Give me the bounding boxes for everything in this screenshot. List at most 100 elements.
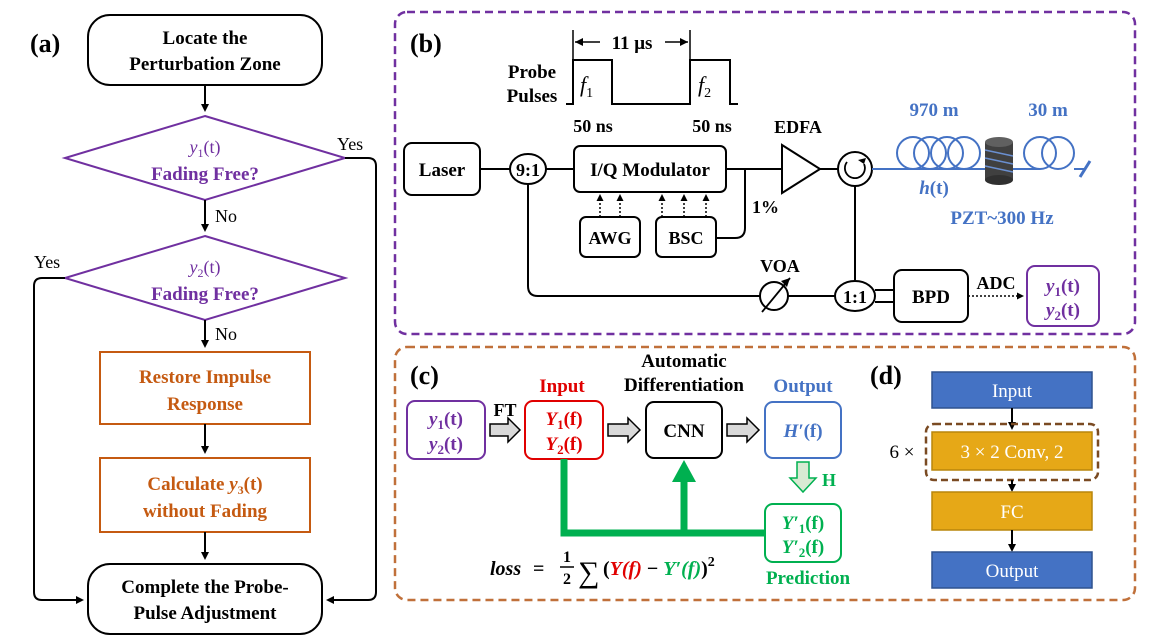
complete-line1: Complete the Probe- [121,577,288,598]
ft-arrow-icon [489,416,522,444]
c-Y1: Y1(f) [545,409,582,432]
panel-a-label: (a) [30,29,60,58]
pzt-label: PZT~300 Hz [950,208,1054,229]
fiber-30m-label: 30 m [1028,100,1068,121]
d-fc-layer [931,491,1093,531]
auto-diff-line2: Differentiation [624,375,744,396]
time-signals-box [406,400,486,460]
feedback-line [560,459,765,537]
coupler-9-1-label: 9:1 [516,160,540,180]
pulse-period: 11 μs [612,33,653,54]
loss-eq: = [533,558,544,580]
panel-c-network: (c) y1(t) y2(t) FT Input Y1(f) Y2(f) Aut… [393,345,1137,602]
locate-zone-line2: Perturbation Zone [129,54,280,75]
probe-pulse-train [566,59,738,105]
voa-arrow-head [781,278,790,287]
c-Yp2: Y′2(f) [782,537,824,560]
cnn-box [645,401,723,459]
d-output-layer [931,551,1093,589]
fiber-coil-30m [1023,136,1075,170]
no-label-1: No [215,206,237,226]
lo-path [527,184,836,297]
impulse-response-label: h(t) [919,178,949,199]
prediction-label: Prediction [766,568,851,589]
fading-free-diamond-1 [61,114,349,202]
calculate-box [99,457,311,533]
h-label: H [822,470,836,490]
panel-b-setup: (b) 11 μs Probe Pulses f1 f2 50 ns 50 ns… [393,10,1137,336]
pulse-width-2: 50 ns [692,116,732,136]
h-arrow-icon [788,461,818,494]
tap-label: 1% [752,197,779,217]
loss-expression: (Y(f) − Y′(f))2 [603,555,715,580]
c-y1: y1(t) [427,409,463,432]
to-cnn-arrow-icon [607,416,642,444]
fading-free-diamond-2 [61,234,349,322]
iq-modulator-label: I/Q Modulator [590,160,710,181]
fiber-end-cut [1078,160,1092,178]
yes-label-2: Yes [34,252,60,272]
pzt-cylinder-icon [984,137,1014,185]
d-output-label: Output [986,561,1040,582]
output-y2: y2(t) [1044,300,1080,323]
locate-zone-line1: Locate the [163,28,248,49]
edfa-amplifier [781,143,822,195]
diamond2-text: Fading Free? [151,284,259,305]
feedback-arrow-icon [672,460,696,482]
panel-c-frame [393,345,1137,602]
bsc-label: BSC [668,228,703,248]
d-fc-label: FC [1000,502,1023,523]
circulator-arrow-head [858,158,866,164]
period-arrow-right-head [680,38,688,46]
d-conv-label: 3 × 2 Conv, 2 [961,442,1064,463]
complete-line2: Pulse Adjustment [133,603,277,624]
tap-line [716,169,746,239]
panel-a-flowchart: (a) Locate the Perturbation Zone y1(t) F… [30,14,377,635]
adc-label: ADC [977,273,1016,293]
output-signals-box [1026,265,1100,327]
calculate-line1: Calculate y3(t) [147,474,262,497]
d-input-layer [931,371,1093,409]
pulse-f1: f1 [580,72,593,101]
loss-sum: ∑ [578,556,599,589]
probe-label-1: Probe [508,62,556,83]
d-input-label: Input [992,381,1033,402]
input-title: Input [539,376,585,397]
voa-label: VOA [760,256,800,276]
pulse-width-1: 50 ns [573,116,613,136]
panel-b-label: (b) [410,29,442,58]
output-title: Output [773,376,833,397]
period-arrow-left-head [575,38,583,46]
no-label-2: No [215,324,237,344]
c-y2: y2(t) [427,434,463,457]
panel-d-label: (d) [870,361,902,390]
panel-b-frame [393,10,1137,336]
panel-c-label: (c) [410,361,439,390]
d-conv-layer [931,431,1093,471]
coupler-1-1 [834,280,876,312]
restore-line2: Response [167,394,243,415]
output-y1: y1(t) [1044,276,1080,299]
c-Yp1: Y′1(f) [782,513,824,536]
cnn-label: CNN [663,421,704,442]
awg-box [579,216,641,258]
output-h-box [764,401,842,459]
fiber-970m-label: 970 m [909,100,958,121]
c-Y2: Y2(f) [545,434,582,457]
edfa-label: EDFA [774,117,822,137]
circulator-arrow-icon [844,161,866,180]
panel-d-architecture: (d) Input 6 × 3 × 2 Conv, 2 FC Output [870,361,1100,589]
diamond1-text: Fading Free? [151,164,259,185]
coupler-1-1-label: 1:1 [843,287,867,307]
yes-branch-left [33,277,84,604]
fiber-coil-970m [896,136,981,170]
circulator [837,151,873,187]
complete-adjustment-box [87,563,323,635]
loss-word: loss [490,558,521,580]
loss-half-num: 1 [563,549,571,566]
auto-diff-line1: Automatic [641,351,726,372]
ft-label: FT [493,400,516,420]
restore-line1: Restore Impulse [139,367,271,388]
loss-half-den: 2 [563,571,571,588]
